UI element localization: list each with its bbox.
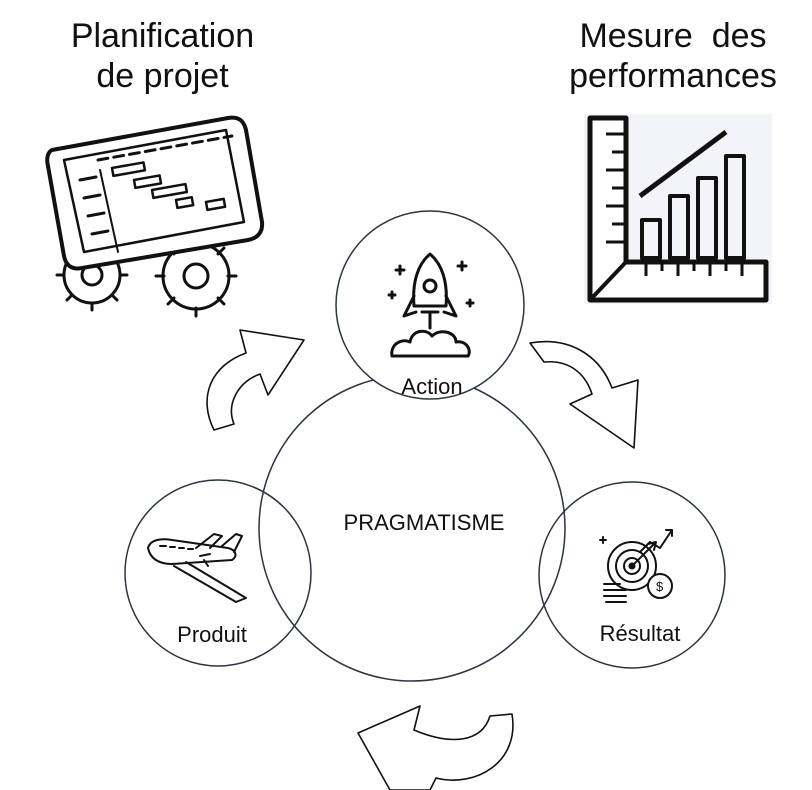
svg-text:$: $ [656, 579, 664, 594]
arrow-produit-to-action [206, 329, 305, 431]
center-label: PRAGMATISME [344, 510, 505, 535]
title-planification: Planification de projet [40, 16, 285, 96]
rocket-launch-icon [387, 252, 475, 358]
produit-label: Produit [177, 622, 247, 647]
airplane-icon [147, 533, 247, 603]
resultat-circle [538, 481, 726, 669]
bar-chart-ruler-icon [584, 114, 772, 304]
produit-circle [124, 479, 312, 667]
arrow-resultat-to-produit [357, 705, 514, 790]
arrow-action-to-resultat [529, 340, 639, 449]
target-coins-icon: $ [599, 529, 673, 603]
title-mesure-line1: Mesure des [579, 17, 767, 55]
action-label: Action [401, 374, 462, 399]
title-planification-line1: Planification [70, 17, 255, 55]
title-planification-line2: de projet [96, 57, 229, 95]
resultat-label: Résultat [600, 621, 681, 646]
gantt-tablet-gears-icon [45, 115, 265, 318]
title-mesure: Mesure des performances [548, 16, 798, 96]
title-mesure-line2: performances [569, 57, 777, 95]
